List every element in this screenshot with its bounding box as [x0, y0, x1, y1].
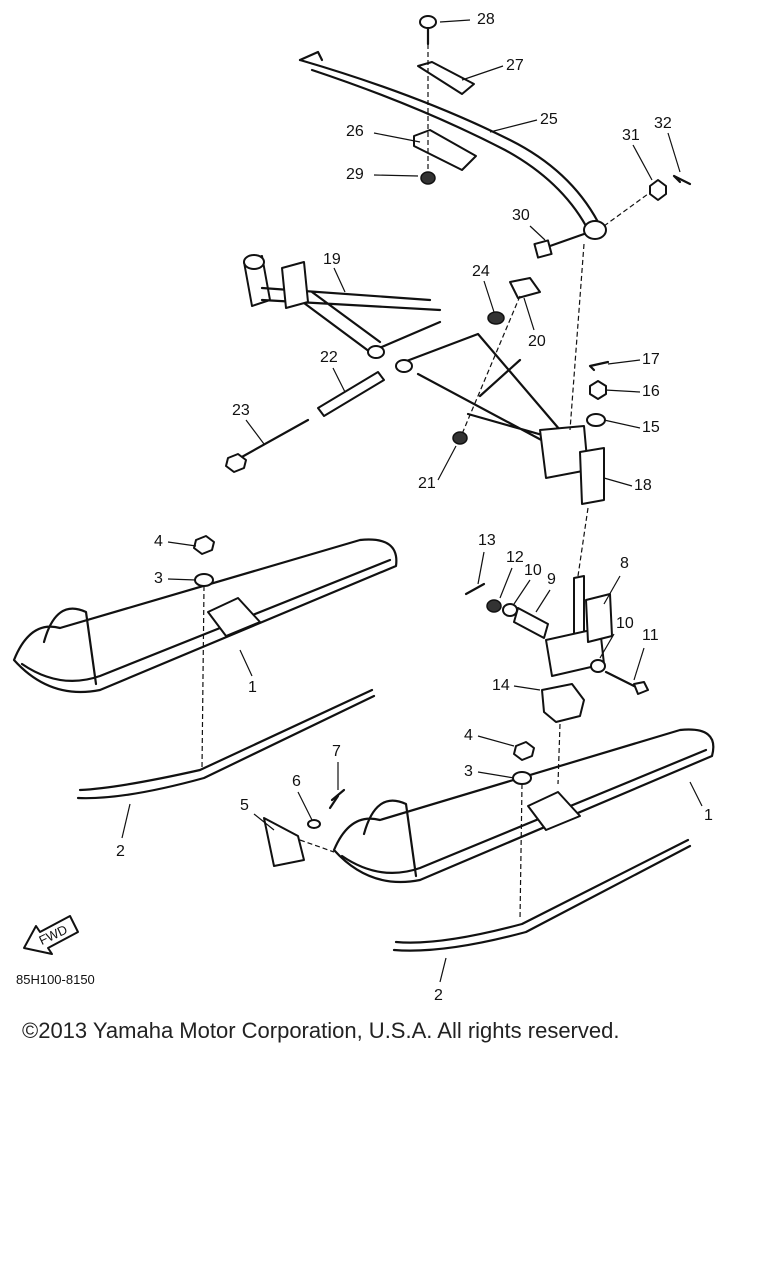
ski-wear-parts [263, 788, 346, 867]
callout-22: 22 [320, 349, 338, 366]
callout-14: 14 [492, 677, 510, 694]
leader-line-25 [489, 119, 538, 133]
leader-line-17 [607, 359, 641, 365]
callout-4: 4 [464, 727, 473, 744]
arm-bushings [452, 277, 541, 445]
copyright-notice: ©2013 Yamaha Motor Corporation, U.S.A. A… [22, 1018, 620, 1043]
callout-32: 32 [654, 115, 672, 132]
leader-line-1 [689, 781, 703, 807]
callout-26: 26 [346, 123, 364, 140]
left-ski [12, 535, 398, 800]
callout-4: 4 [154, 533, 163, 550]
callout-2: 2 [434, 987, 443, 1000]
callout-12: 12 [506, 549, 524, 566]
pivot-shaft-and-bolt [225, 371, 385, 473]
callout-7: 7 [332, 743, 341, 760]
figure-code: 85H100-8150 [16, 972, 95, 987]
leader-line-31 [632, 144, 653, 181]
leader-line-26 [373, 132, 421, 143]
callout-10: 10 [616, 615, 634, 632]
leader-line-5 [253, 813, 275, 831]
leader-line-15 [603, 419, 641, 429]
leader-line-2 [121, 803, 131, 839]
leader-line-32 [667, 132, 681, 173]
callout-25: 25 [540, 111, 558, 128]
callout-8: 8 [620, 555, 629, 572]
callout-20: 20 [528, 333, 546, 350]
upper-a-arm [243, 254, 442, 359]
ski-spindle [464, 507, 649, 695]
leader-line-16 [604, 389, 641, 393]
forward-arrow-icon: FWD [23, 915, 79, 955]
leader-line-12 [499, 567, 513, 599]
spring-clamp-set [413, 15, 477, 185]
callout-2: 2 [116, 843, 125, 860]
callout-9: 9 [547, 571, 556, 588]
leader-line-4 [167, 541, 197, 547]
callout-23: 23 [232, 402, 250, 419]
callout-16: 16 [642, 383, 660, 400]
callout-6: 6 [292, 773, 301, 790]
leader-line-21 [437, 445, 457, 481]
callout-10: 10 [524, 562, 542, 579]
leader-line-10 [599, 633, 615, 659]
leader-line-14 [513, 685, 541, 691]
callout-13: 13 [478, 532, 496, 549]
leader-line-3 [167, 578, 197, 581]
callout-11: 11 [642, 627, 659, 644]
callout-5: 5 [240, 797, 249, 814]
callout-31: 31 [622, 127, 640, 144]
callout-19: 19 [323, 251, 341, 268]
callout-28: 28 [477, 11, 495, 28]
callout-27: 27 [506, 57, 524, 74]
callout-3: 3 [154, 570, 163, 587]
leader-line-27 [461, 65, 504, 81]
callout-21: 21 [418, 475, 436, 492]
leader-line-1 [239, 649, 253, 677]
right-ski [332, 728, 715, 952]
leader-line-29 [373, 174, 419, 177]
callout-17: 17 [642, 351, 660, 368]
callout-leaders [121, 19, 703, 983]
callout-18: 18 [634, 477, 652, 494]
lower-a-arm [395, 243, 605, 505]
leader-line-24 [483, 280, 495, 313]
leader-line-3 [477, 771, 515, 779]
callout-1: 1 [704, 807, 713, 824]
leader-line-20 [523, 297, 535, 331]
spring-pivot-hardware [533, 174, 692, 259]
arm-end-hardware [586, 360, 610, 427]
leader-line-30 [529, 225, 546, 241]
ski-damper [541, 683, 585, 785]
leader-line-18 [603, 477, 633, 487]
leader-line-4 [477, 735, 515, 747]
callout-1: 1 [248, 679, 257, 696]
leader-line-2 [439, 957, 447, 983]
leader-line-9 [535, 589, 551, 613]
callout-3: 3 [464, 763, 473, 780]
callout-15: 15 [642, 419, 660, 436]
callout-24: 24 [472, 263, 490, 280]
leader-line-10 [513, 579, 531, 605]
leader-line-6 [297, 791, 313, 821]
parts-diagram: FWD 85H100-8150 282725262931323019242017… [12, 11, 715, 1000]
leader-line-13 [477, 551, 485, 585]
leader-line-28 [439, 19, 471, 23]
leader-line-19 [333, 267, 346, 293]
callout-29: 29 [346, 166, 364, 183]
leader-line-11 [633, 647, 645, 681]
leader-line-8 [603, 575, 621, 605]
callout-30: 30 [512, 207, 530, 224]
leaf-spring [298, 50, 607, 240]
leader-line-22 [332, 367, 346, 393]
leader-line-23 [245, 419, 265, 445]
